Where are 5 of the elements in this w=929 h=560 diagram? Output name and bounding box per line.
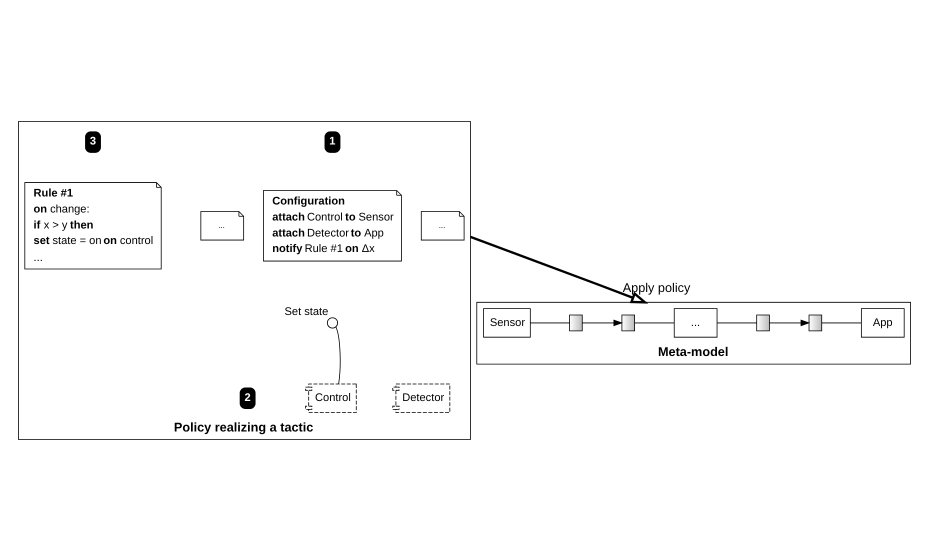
node-label: Set state [284,305,328,318]
label: 3 [90,135,96,148]
label: 1 [329,135,336,148]
edge-label: Apply policy [622,280,690,294]
label: 2 [244,391,251,404]
